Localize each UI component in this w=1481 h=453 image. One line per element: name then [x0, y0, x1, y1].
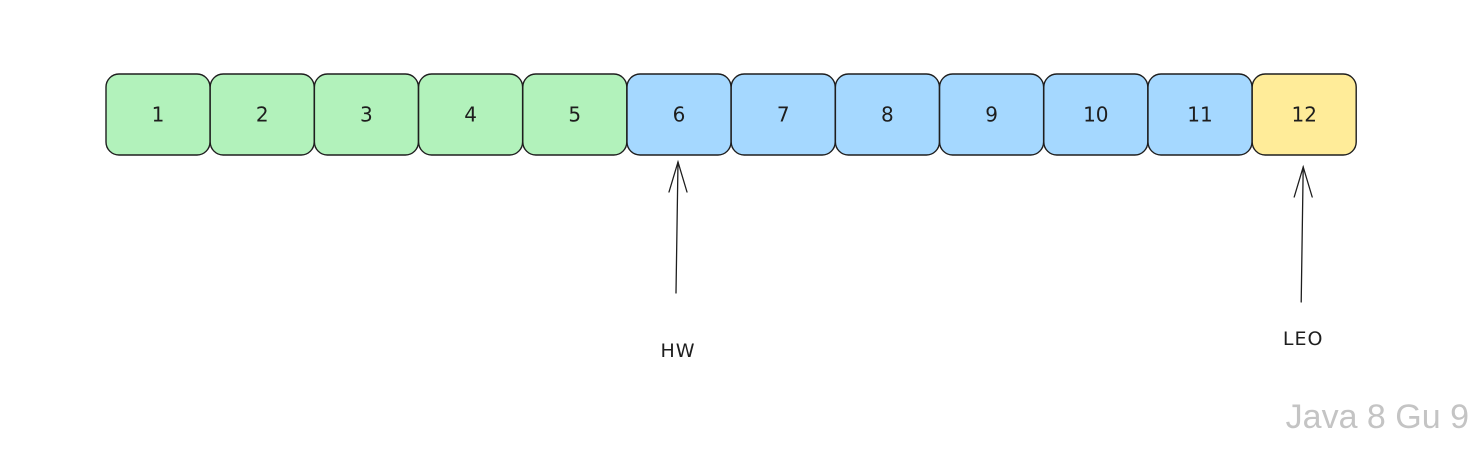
- log-cell-9: 9: [938, 73, 1045, 156]
- log-cell-7: 7: [730, 73, 836, 156]
- log-cell-box: [1251, 73, 1357, 156]
- log-cell-label: 7: [777, 103, 790, 127]
- log-cell-label: 9: [985, 103, 998, 127]
- watermark: Java 8 Gu 9: [1285, 398, 1469, 436]
- pointer-leo: LEO: [1283, 164, 1324, 350]
- arrow-head-icon: [1293, 164, 1313, 198]
- log-cell-11: 11: [1147, 73, 1253, 156]
- log-cell-4: 4: [417, 73, 524, 156]
- log-cell-label: 5: [568, 103, 581, 127]
- arrow-shaft: [1300, 166, 1304, 303]
- pointer-label: LEO: [1283, 328, 1324, 350]
- log-cell-label: 10: [1083, 103, 1108, 127]
- log-cell-10: 10: [1043, 73, 1149, 156]
- log-cell-label: 3: [360, 103, 373, 127]
- arrow-shaft: [675, 161, 679, 294]
- log-cell-12: 12: [1251, 73, 1357, 156]
- log-cell-1: 1: [105, 73, 211, 156]
- log-cell-label: 1: [152, 103, 165, 127]
- arrow-head-icon: [668, 159, 688, 193]
- offset-pointers: HW LEO: [660, 159, 1324, 362]
- log-cell-6: 6: [626, 73, 732, 156]
- log-cell-label: 2: [256, 103, 269, 127]
- log-cell-3: 3: [313, 73, 420, 156]
- log-cell-label: 12: [1291, 103, 1316, 127]
- pointer-label: HW: [660, 340, 695, 362]
- log-cell-label: 11: [1187, 103, 1212, 127]
- pointer-hw: HW: [660, 159, 695, 362]
- log-cell-2: 2: [209, 73, 315, 156]
- log-cell-label: 6: [673, 103, 686, 127]
- log-cell-8: 8: [834, 73, 941, 156]
- log-cell-5: 5: [522, 73, 628, 156]
- log-cell-label: 8: [881, 103, 894, 127]
- log-cell-label: 4: [464, 103, 477, 127]
